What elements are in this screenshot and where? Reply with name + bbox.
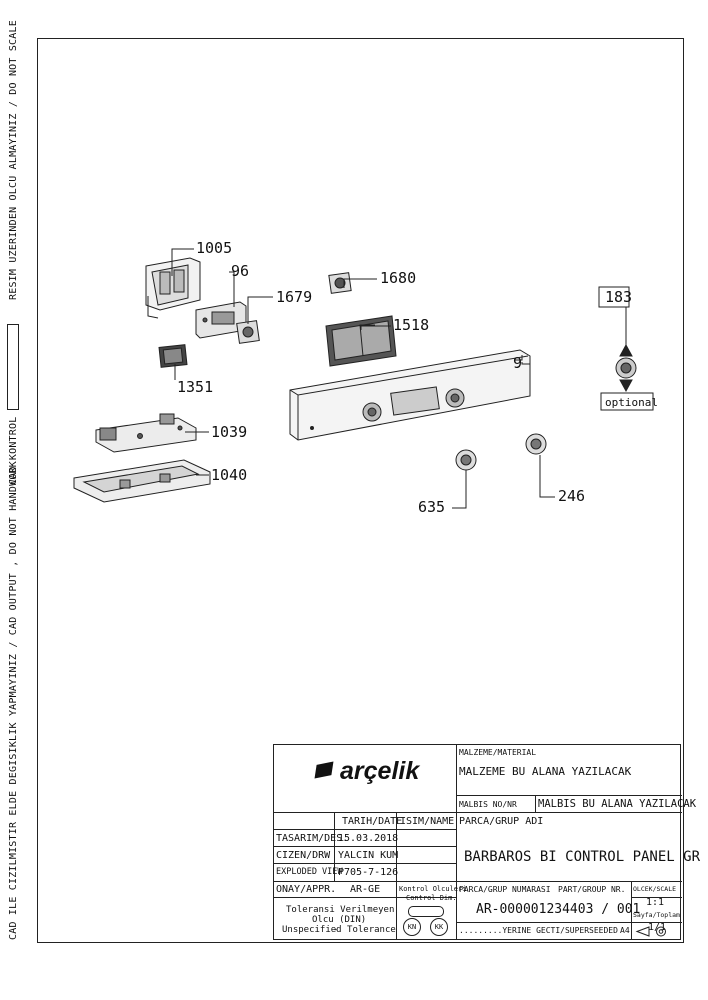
optional-label: optional [605, 396, 658, 409]
material-value: MALZEME BU ALANA YAZILACAK [459, 765, 632, 778]
part-1680-cap [328, 272, 352, 294]
date-header: TARIH/DATE [342, 816, 403, 827]
callout-1680: 1680 [380, 269, 417, 287]
callout-1518: 1518 [393, 316, 430, 334]
row-label-drawn: CIZEN/DRW [276, 850, 331, 861]
row-label-design: TASARIM/DES. [276, 833, 349, 844]
row-label-approval: ONAY/APPR. [276, 884, 337, 895]
callout-183: 183 [605, 288, 633, 306]
control-oval [408, 906, 444, 917]
callout-246: 246 [558, 487, 586, 505]
optional-box [600, 392, 654, 411]
malbis-value: MALBIS BU ALANA YAZILACAK [538, 798, 697, 810]
callout-1679: 1679 [276, 288, 313, 306]
part-246-knob [525, 433, 547, 455]
title-block: arçelik MALZEME/MATERIAL MALZEME BU ALAN… [273, 744, 700, 940]
kn-circle: KN [403, 918, 421, 936]
superseded-label: .........YERINE GECTI/SUPERSEEDED [459, 926, 618, 935]
part-1039-pcb [95, 413, 197, 453]
malbis-label: MALBIS NO/NR [459, 800, 517, 809]
material-label: MALZEME/MATERIAL [459, 748, 537, 757]
tolerance-dash-display: - [333, 925, 339, 935]
callout-9: 9 [513, 354, 523, 372]
part-group-label-en: PART/GROUP NR. [558, 885, 626, 894]
callout-1351: 1351 [177, 378, 214, 396]
callout-1040: 1040 [211, 466, 248, 484]
part-group-label: PARCA/GRUP NUMARASI [459, 885, 551, 894]
part-name-label: PARCA/GRUP ADI [459, 816, 544, 827]
part-1518-window [325, 315, 397, 367]
part-9-control-panel [289, 349, 531, 441]
part-96-display-board [195, 301, 247, 339]
row-value-exploded: P705-7-126 [338, 867, 399, 878]
tolerance-line-3: Unspecified Tolerance [282, 925, 396, 935]
paper-size: A4 [620, 926, 630, 935]
row-value-drawn: YALCIN KUM [338, 850, 399, 861]
sheet-label: Sayfa/Toplam [633, 911, 680, 919]
drawing-frame [37, 38, 684, 943]
row-label-exploded: EXPLODED VIEW [276, 867, 343, 877]
part-183-knob [615, 343, 637, 393]
brand-logo: arçelik [340, 757, 420, 785]
callout-1039: 1039 [211, 423, 248, 441]
part-1005-bracket [145, 257, 201, 319]
part-1679-button [236, 320, 260, 344]
logo-mark-icon [314, 761, 334, 779]
projection-symbol-icon [635, 926, 675, 937]
tolerance-line-2: Olcu (DIN) [312, 915, 367, 925]
part-635-knob [455, 449, 477, 471]
kk-circle: KK [430, 918, 448, 936]
name-header: ISIM/NAME [400, 816, 455, 827]
part-name-value: BARBAROS BI CONTROL PANEL GR [464, 849, 701, 865]
part-number: AR-000001234403 / 001 [476, 902, 641, 917]
control-line-2: Control Dim. [406, 894, 457, 902]
scale-label: OLCEK/SCALE [633, 885, 677, 893]
callout-183-box [598, 286, 630, 308]
control-line-1: Kontrol Olculeri [399, 885, 467, 893]
tolerance-line-1: Toleransi Verilmeyen [286, 905, 395, 915]
scale-value: 1:1 [646, 897, 665, 908]
callout-96: 96 [231, 262, 250, 280]
row-value-approval: AR-GE [350, 884, 381, 895]
callout-1005: 1005 [196, 239, 233, 257]
cad-kontrol-box [7, 324, 19, 410]
sheet-value: 1/1 [648, 922, 667, 933]
callout-635: 635 [418, 498, 446, 516]
row-value-design: 15.03.2018 [338, 833, 399, 844]
part-1351-lens [158, 344, 188, 368]
part-1040-base [73, 459, 211, 503]
